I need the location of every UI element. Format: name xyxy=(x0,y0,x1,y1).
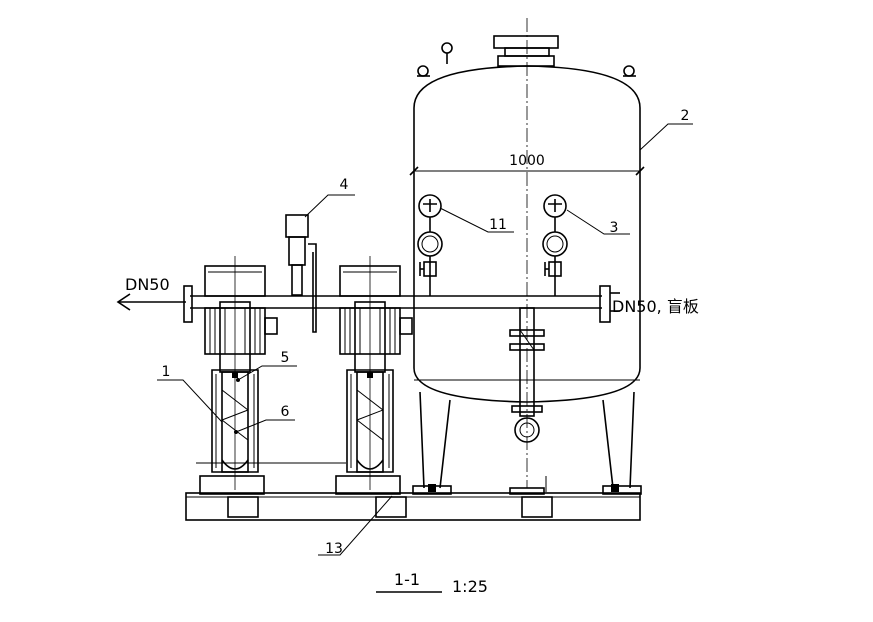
outlet-label: DN50 xyxy=(125,275,170,294)
part-label-1: 1 xyxy=(162,364,171,380)
valve-icon xyxy=(419,261,437,277)
gauge-assembly-left xyxy=(417,194,443,296)
pressure-switch xyxy=(285,214,317,333)
blind-end-label: DN50, 盲板 xyxy=(612,297,699,316)
section-label: 1-1 xyxy=(394,570,420,589)
arrow-left-icon xyxy=(116,293,186,311)
base-frame xyxy=(185,492,641,521)
pressure-gauge-icon xyxy=(418,194,442,218)
part-label-13: 13 xyxy=(325,541,343,557)
part-label-11: 11 xyxy=(489,217,507,233)
dimension-width xyxy=(409,166,645,176)
pressure-tank xyxy=(412,18,642,495)
part-label-5: 5 xyxy=(281,350,290,366)
dimension-width-label: 1000 xyxy=(509,153,545,169)
part-label-6: 6 xyxy=(281,404,290,420)
pump-right xyxy=(335,256,413,495)
scale-label: 1:25 xyxy=(452,577,488,596)
gauge-assembly-right xyxy=(542,194,568,296)
part-label-3: 3 xyxy=(610,220,619,236)
valve-icon xyxy=(544,261,562,277)
leader-lines xyxy=(157,123,693,556)
pump-left xyxy=(199,256,278,495)
part-label-2: 2 xyxy=(681,108,690,124)
pressure-gauge-icon xyxy=(543,194,567,218)
drain-pipe xyxy=(509,307,545,443)
part-label-4: 4 xyxy=(340,177,349,193)
